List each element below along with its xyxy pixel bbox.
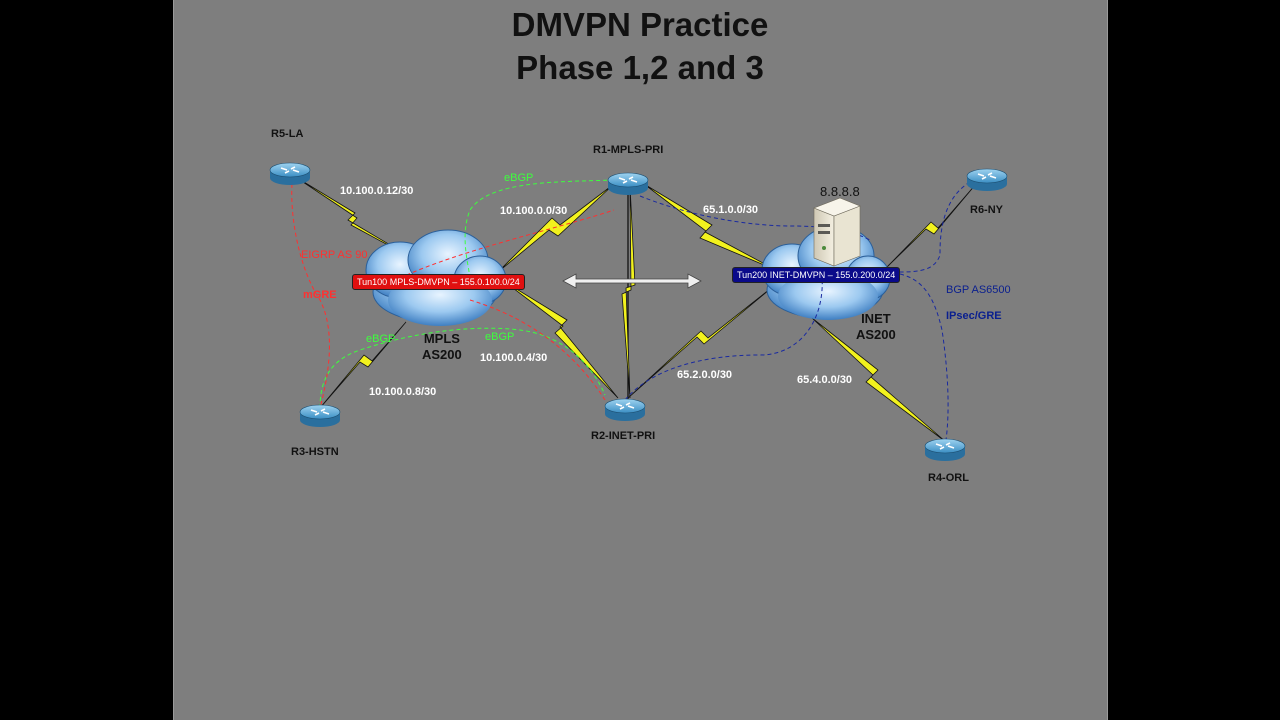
router-r5-label: R5-LA	[271, 128, 304, 140]
eigrp-paths	[291, 183, 615, 409]
router-r6-label: R6-NY	[970, 204, 1004, 216]
dmvpn-path-r2	[624, 275, 823, 401]
ebgp-label-r2: eBGP	[485, 331, 515, 343]
ebgp-label-r3: eBGP	[366, 333, 396, 345]
router-r4-label: R4-ORL	[928, 472, 969, 484]
dmvpn-path-r4	[899, 273, 949, 441]
router-r1-icon	[607, 172, 649, 195]
serial-r1-r2	[621, 185, 636, 399]
subnet-r2-mpls: 10.100.0.4/30	[480, 352, 548, 364]
server-label: 8.8.8.8	[820, 184, 860, 199]
router-r3-icon	[299, 404, 341, 427]
inet-cloud-as: AS200	[856, 327, 896, 342]
ebgp-path-r1	[464, 179, 615, 279]
ebgp-label-r1: eBGP	[504, 172, 534, 184]
diagram-subtitle: Phase 1,2 and 3	[516, 49, 764, 86]
server-icon	[813, 197, 861, 267]
mpls-cloud-as: AS200	[422, 347, 462, 362]
subnet-r5-mpls: 10.100.0.12/30	[340, 185, 414, 197]
mgre-label: mGRE	[303, 289, 337, 301]
serial-mpls-r2	[504, 281, 619, 399]
subnet-r4-inet: 65.4.0.0/30	[797, 374, 853, 386]
router-r3-label: R3-HSTN	[291, 446, 339, 458]
inet-tunnel-bar: Tun200 INET-DMVPN – 155.0.200.0/24	[732, 267, 901, 283]
mpls-cloud-name: MPLS	[423, 331, 460, 346]
eigrp-label: EIGRP AS 90	[301, 249, 368, 261]
mpls-tunnel-bar: Tun100 MPLS-DMVPN – 155.0.100.0/24	[352, 274, 525, 290]
serial-r1-mpls	[497, 183, 615, 273]
router-r2-icon	[604, 398, 646, 421]
router-r2-label: R2-INET-PRI	[591, 430, 656, 442]
subnet-r2-inet: 65.2.0.0/30	[677, 369, 733, 381]
diagram-title: DMVPN Practice	[511, 6, 769, 43]
eigrp-path-r5-r3	[291, 183, 330, 409]
router-r4-icon	[924, 438, 966, 461]
serial-inet-r2	[627, 284, 776, 399]
serial-links	[293, 175, 977, 443]
bgp-as-label: BGP AS6500	[946, 284, 1011, 296]
ipsec-label: IPsec/GRE	[946, 310, 1002, 322]
inet-cloud-label: INET AS200	[856, 311, 896, 343]
eigrp-path-mpls-r1	[399, 209, 615, 279]
subnet-r1-inet: 65.1.0.0/30	[703, 204, 759, 216]
inet-cloud-name: INET	[861, 311, 891, 326]
double-arrow	[562, 273, 702, 289]
router-icons	[269, 162, 1008, 461]
serial-inet-r6	[883, 183, 977, 271]
subnet-r1-mpls: 10.100.0.0/30	[500, 205, 568, 217]
router-r5-icon	[269, 162, 311, 185]
router-r1-label: R1-MPLS-PRI	[593, 144, 664, 156]
ebgp-paths	[319, 179, 615, 409]
eigrp-path-mpls-r2	[469, 299, 606, 401]
router-r6-icon	[966, 168, 1008, 191]
serial-r1-inet	[643, 183, 777, 271]
mpls-cloud-label: MPLS AS200	[422, 331, 462, 363]
subnet-r3-mpls: 10.100.0.8/30	[369, 386, 437, 398]
